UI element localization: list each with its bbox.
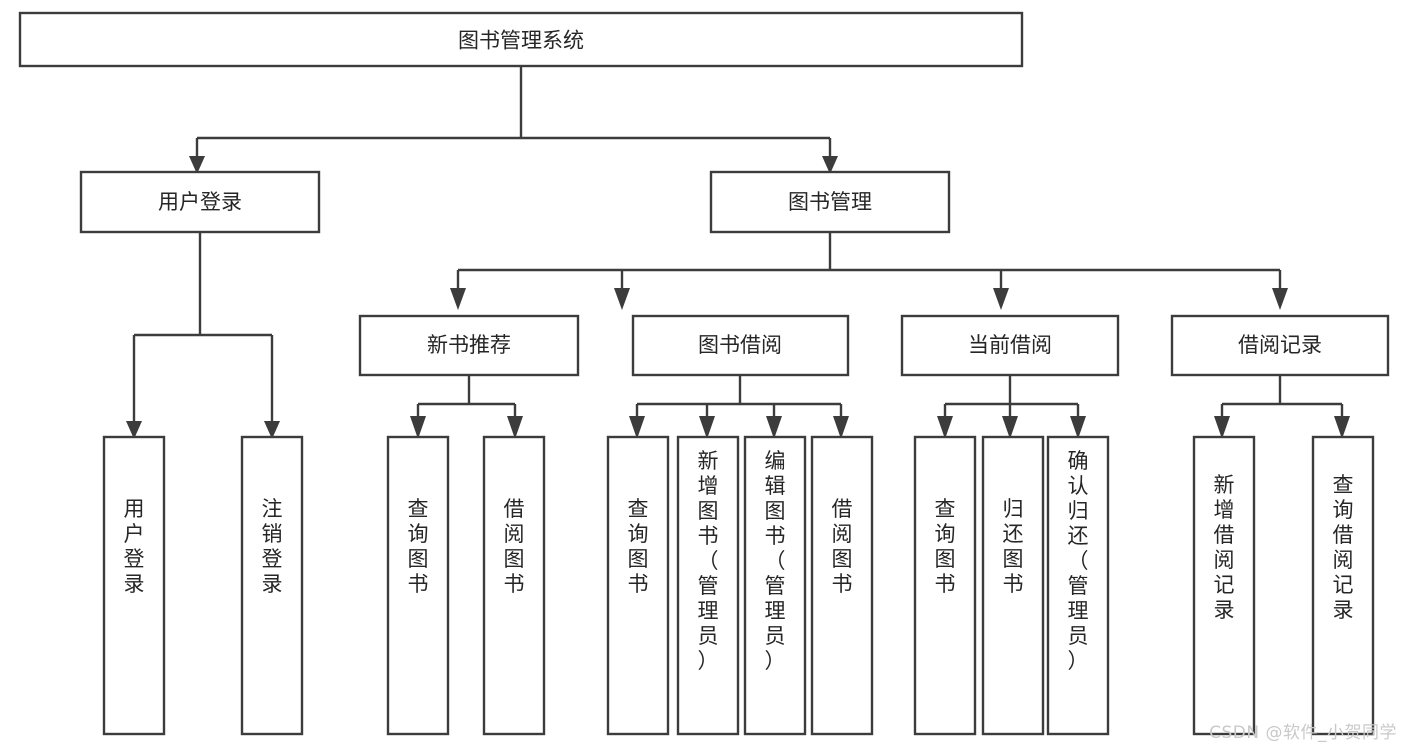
leaf-query-book-current[interactable]: 查询图书: [913, 435, 977, 736]
edge-currentborrow-to-leaves: [943, 375, 1080, 418]
node-user-login[interactable]: 用户登录: [79, 170, 321, 234]
arrowhead-book-borrow: [614, 288, 630, 310]
arrowhead-new-book-rec: [450, 288, 466, 310]
arrowhead-leaf-user-login: [126, 421, 142, 439]
leaf-return-book-box[interactable]: [981, 435, 1045, 736]
node-book-borrow-box[interactable]: [631, 314, 850, 377]
leaf-borrow-book-rec-label: 借阅图书: [504, 497, 525, 596]
arrowhead-borrow-record: [1272, 288, 1288, 310]
arrowhead-leaf-return-book: [1002, 416, 1018, 439]
leaf-return-book[interactable]: 归还图书: [981, 435, 1045, 736]
leaf-confirm-return[interactable]: 确认归还（管理员）: [1046, 435, 1110, 736]
leaf-user-login-box[interactable]: [102, 435, 166, 736]
node-new-book-recommend-box[interactable]: [358, 314, 580, 377]
edge-userlogin-to-leaves: [132, 232, 274, 423]
leaf-borrow-book-rec-box[interactable]: [482, 435, 546, 736]
leaf-query-book-rec-box[interactable]: [386, 435, 450, 736]
node-book-management[interactable]: 图书管理: [709, 170, 951, 234]
arrowhead-leaf-query-book-3: [937, 416, 953, 439]
connector-layer: [126, 66, 1350, 439]
node-root-label: 图书管理系统: [458, 29, 584, 53]
leaf-return-book-label: 归还图书: [1003, 497, 1024, 596]
node-borrow-record-label: 借阅记录: [1238, 333, 1322, 357]
leaf-logout[interactable]: 注销登录: [240, 435, 304, 736]
node-current-borrow-label: 当前借阅: [968, 333, 1052, 357]
node-borrow-record-box[interactable]: [1170, 314, 1390, 377]
node-new-book-recommend[interactable]: 新书推荐: [358, 314, 580, 377]
arrowhead-user-login: [189, 156, 205, 174]
leaf-borrow-book-label: 借阅图书: [832, 497, 853, 596]
leaf-logout-label: 注销登录: [262, 497, 283, 596]
leaf-user-login[interactable]: 用户登录: [102, 435, 166, 736]
leaf-query-book-borrow-box[interactable]: [606, 435, 670, 736]
leaf-add-borrow-record[interactable]: 新增借阅记录: [1192, 435, 1256, 736]
arrowhead-leaf-confirm-return: [1070, 416, 1086, 439]
leaf-logout-box[interactable]: [240, 435, 304, 736]
arrowhead-leaf-borrow-book-1: [507, 416, 523, 439]
leaf-query-book-borrow[interactable]: 查询图书: [606, 435, 670, 736]
leaf-query-book-current-box[interactable]: [913, 435, 977, 736]
arrowhead-current-borrow: [993, 288, 1009, 310]
arrowhead-leaf-edit-book: [766, 416, 782, 439]
leaf-add-book[interactable]: 新增图书（管理员）: [676, 435, 740, 736]
leaf-add-book-box[interactable]: [676, 435, 740, 736]
edge-bookmanage-to-level3: [456, 232, 1282, 290]
leaf-query-borrow-record[interactable]: 查询借阅记录: [1311, 435, 1375, 736]
leaf-query-book-rec-label: 查询图书: [408, 497, 429, 596]
node-book-management-box[interactable]: [709, 170, 951, 234]
node-root[interactable]: 图书管理系统: [18, 11, 1024, 68]
leaf-add-book-label: 新增图书（管理员）: [698, 449, 719, 673]
edge-root-to-level2: [195, 66, 832, 158]
edge-newbookrec-to-leaves: [416, 375, 517, 418]
leaf-borrow-book-rec[interactable]: 借阅图书: [482, 435, 546, 736]
arrowhead-book-manage: [822, 156, 838, 174]
edge-borrowrecord-to-leaves: [1220, 375, 1344, 418]
node-root-box[interactable]: [18, 11, 1024, 68]
leaf-query-borrow-record-box[interactable]: [1311, 435, 1375, 736]
node-current-borrow[interactable]: 当前借阅: [900, 314, 1120, 377]
leaf-add-borrow-record-box[interactable]: [1192, 435, 1256, 736]
arrowhead-leaf-borrow-book-2: [833, 416, 849, 439]
edge-bookborrow-to-leaves: [635, 375, 843, 418]
leaf-edit-book[interactable]: 编辑图书（管理员）: [743, 435, 807, 736]
node-borrow-record[interactable]: 借阅记录: [1170, 314, 1390, 377]
leaf-edit-book-box[interactable]: [743, 435, 807, 736]
node-user-login-label: 用户登录: [158, 190, 242, 214]
node-book-borrow-label: 图书借阅: [698, 333, 782, 357]
node-user-login-box[interactable]: [79, 170, 321, 234]
leaf-confirm-return-label: 确认归还（管理员）: [1068, 449, 1089, 673]
leaf-query-book-current-label: 查询图书: [935, 497, 956, 596]
leaf-edit-book-label: 编辑图书（管理员）: [765, 449, 786, 673]
leaf-add-borrow-record-label: 新增借阅记录: [1214, 473, 1235, 622]
leaf-query-book-rec[interactable]: 查询图书: [386, 435, 450, 736]
node-current-borrow-box[interactable]: [900, 314, 1120, 377]
node-book-borrow[interactable]: 图书借阅: [631, 314, 850, 377]
leaf-query-borrow-record-label: 查询借阅记录: [1333, 473, 1354, 622]
arrowhead-leaf-query-book-1: [410, 416, 426, 439]
leaf-user-login-label: 用户登录: [124, 497, 145, 596]
arrowhead-leaf-query-record: [1334, 416, 1350, 439]
leaf-query-book-borrow-label: 查询图书: [628, 497, 649, 596]
arrowhead-leaf-logout: [264, 421, 280, 439]
arrowhead-leaf-add-record: [1214, 416, 1230, 439]
node-book-management-label: 图书管理: [788, 190, 872, 214]
node-new-book-recommend-label: 新书推荐: [427, 333, 511, 357]
leaf-confirm-return-box[interactable]: [1046, 435, 1110, 736]
arrowhead-leaf-add-book: [699, 416, 715, 439]
leaf-borrow-book[interactable]: 借阅图书: [810, 435, 874, 736]
leaf-borrow-book-box[interactable]: [810, 435, 874, 736]
arrowhead-leaf-query-book-2: [629, 416, 645, 439]
